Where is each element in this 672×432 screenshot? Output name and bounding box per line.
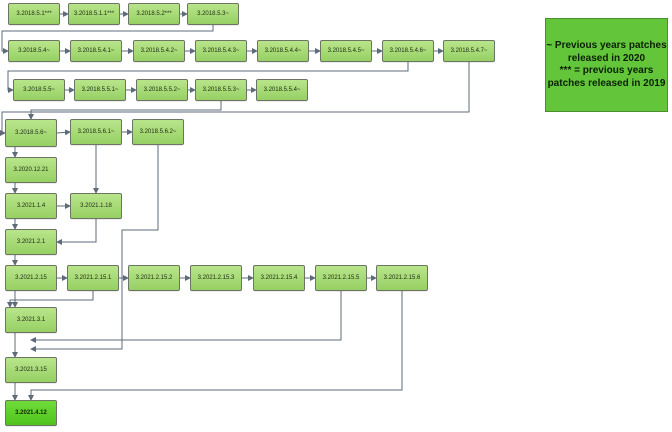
connector-arrow-38: [30, 145, 159, 352]
connector-arrow-26: [56, 219, 97, 245]
legend-line-1: ~ Previous years patches: [546, 40, 667, 51]
node-3-2018-5-6-1: 3.2018.5.6.1~: [70, 119, 122, 145]
node-3-2021-3-1: 3.2021.3.1: [5, 307, 57, 333]
legend-box: ~ Previous years patches released in 202…: [545, 18, 668, 112]
node-3-2021-3-15: 3.2021.3.15: [5, 357, 57, 383]
connector-arrow-12: [7, 62, 409, 93]
connector-arrow-19: [56, 129, 71, 136]
node-3-2018-5-4-1: 3.2018.5.4.1~: [70, 40, 122, 62]
node-3-2018-5-4-6: 3.2018.5.4.6~: [382, 40, 434, 62]
node-3-2018-5-1: 3.2018.5.1***: [8, 3, 60, 25]
node-3-2020-12-21: 3.2020.12.21: [5, 157, 57, 183]
node-3-2018-5-6-2: 3.2018.5.6.2~: [132, 119, 184, 145]
connector-arrow-35: [7, 291, 94, 308]
node-3-2018-5-2: 3.2018.5.2***: [128, 3, 180, 25]
node-3-2018-5-4-7: 3.2018.5.4.7~: [443, 40, 495, 62]
node-3-2018-5-1-1: 3.2018.5.1.1***: [68, 3, 120, 25]
node-3-2021-2-15-6: 3.2021.2.15.6: [376, 265, 428, 291]
connector-arrow-37: [30, 291, 342, 343]
connector-arrow-4: [1, 25, 214, 54]
legend-line-2: released in 2020: [567, 52, 646, 64]
node-3-2018-5-4-2: 3.2018.5.4.2~: [133, 40, 185, 62]
connector-arrow-40: [28, 291, 403, 401]
node-3-2021-2-15-4: 3.2021.2.15.4: [253, 265, 305, 291]
node-3-2021-2-15-1: 3.2021.2.15.1: [67, 265, 119, 291]
connector-arrow-18: [28, 101, 222, 120]
node-3-2021-2-15-3: 3.2021.2.15.3: [190, 265, 242, 291]
node-3-2021-2-15-2: 3.2021.2.15.2: [128, 265, 180, 291]
node-3-2018-5-5-3: 3.2018.5.5.3~: [195, 79, 247, 101]
node-3-2018-5-3: 3.2018.5.3~: [187, 3, 239, 25]
node-3-2018-5-5-4: 3.2018.5.5.4~: [256, 79, 308, 101]
node-3-2018-5-4-3: 3.2018.5.4.3~: [195, 40, 247, 62]
node-3-2018-5-4: 3.2018.5.4~: [8, 40, 60, 62]
node-3-2021-4-12: 3.2021.4.12: [5, 400, 57, 426]
node-3-2018-5-4-4: 3.2018.5.4.4~: [257, 40, 309, 62]
connector-arrow-17: [0, 62, 470, 136]
node-3-2021-1-18: 3.2021.1.18: [70, 193, 122, 219]
node-3-2018-5-5-1: 3.2018.5.5.1~: [74, 79, 126, 101]
node-3-2018-5-5: 3.2018.5.5~: [13, 79, 65, 101]
node-3-2021-2-15-5: 3.2021.2.15.5: [315, 265, 367, 291]
node-3-2018-5-5-2: 3.2018.5.5.2~: [136, 79, 188, 101]
node-3-2021-1-4: 3.2021.1.4: [5, 193, 57, 219]
node-3-2018-5-6: 3.2018.5.6~: [5, 119, 57, 147]
legend-line-4: patches released in 2019: [547, 77, 666, 89]
node-3-2021-2-15: 3.2021.2.15: [5, 265, 57, 291]
legend-text: ~ Previous years patches released in 202…: [546, 40, 666, 90]
node-3-2021-2-1: 3.2021.2.1: [5, 229, 57, 255]
node-3-2018-5-4-5: 3.2018.5.4.5~: [320, 40, 372, 62]
legend-line-3: *** = previous years: [559, 65, 654, 76]
